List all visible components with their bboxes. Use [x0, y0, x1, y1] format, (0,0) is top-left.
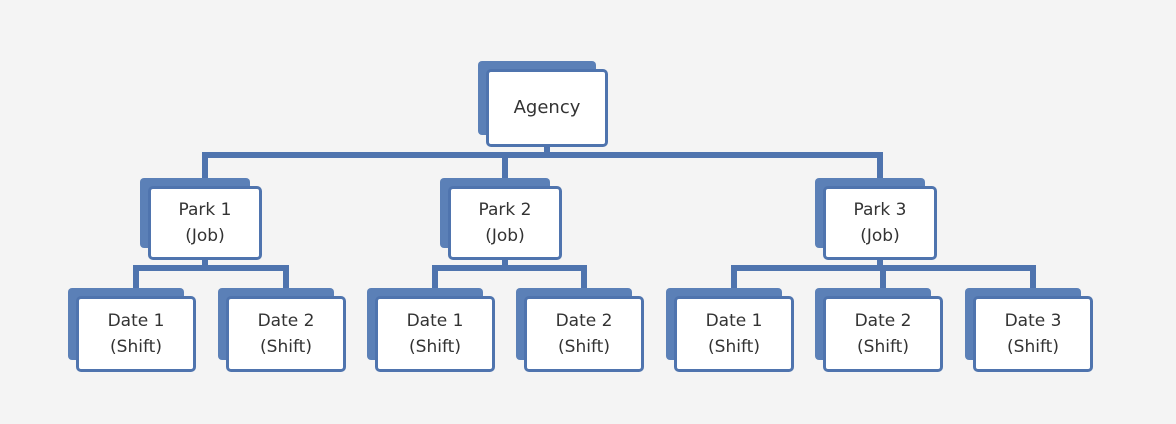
node-title: Park 2	[478, 200, 532, 220]
node-box: Date 3 (Shift)	[973, 296, 1093, 372]
connector-shift-1-2-up	[283, 268, 289, 294]
node-box: Date 2 (Shift)	[823, 296, 943, 372]
connector-job-1-down	[202, 256, 208, 268]
node-subtitle: (Shift)	[260, 337, 312, 357]
job-node-park-2: Park 2 (Job)	[440, 178, 562, 260]
node-title: Date 2	[854, 311, 912, 331]
node-box: Date 2 (Shift)	[524, 296, 644, 372]
node-subtitle: (Shift)	[558, 337, 610, 357]
node-subtitle: (Shift)	[1007, 337, 1059, 357]
node-box: Date 1 (Shift)	[375, 296, 495, 372]
shift-node-park-2-date-2: Date 2 (Shift)	[516, 288, 644, 372]
connector-shift-3-2-up	[880, 268, 886, 294]
node-title: Date 1	[406, 311, 464, 331]
node-subtitle: (Job)	[185, 226, 225, 246]
node-box: Park 3 (Job)	[823, 186, 937, 260]
node-title: Date 1	[107, 311, 165, 331]
connector-job-3-up	[877, 155, 883, 184]
connector-job-2-down	[502, 256, 508, 268]
node-subtitle: (Shift)	[409, 337, 461, 357]
connector-shift-1-1-up	[133, 268, 139, 294]
shift-node-park-3-date-3: Date 3 (Shift)	[965, 288, 1093, 372]
node-box: Agency	[486, 69, 608, 147]
job-node-park-3: Park 3 (Job)	[815, 178, 937, 260]
node-box: Date 1 (Shift)	[674, 296, 794, 372]
node-box: Park 1 (Job)	[148, 186, 262, 260]
connector-job-1-up	[202, 155, 208, 184]
node-subtitle: (Shift)	[857, 337, 909, 357]
connector-job-3-down	[877, 256, 883, 268]
connector-shift-3-1-up	[731, 268, 737, 294]
node-title: Park 3	[853, 200, 907, 220]
node-title: Date 1	[705, 311, 763, 331]
node-subtitle: (Shift)	[110, 337, 162, 357]
connector-root-bar	[202, 152, 883, 158]
connector-root-down	[544, 143, 550, 155]
node-subtitle: (Job)	[860, 226, 900, 246]
shift-node-park-3-date-1: Date 1 (Shift)	[666, 288, 794, 372]
agency-node: Agency	[478, 61, 608, 147]
node-title: Date 2	[257, 311, 315, 331]
shift-node-park-1-date-2: Date 2 (Shift)	[218, 288, 346, 372]
node-subtitle: (Job)	[485, 226, 525, 246]
node-title: Park 1	[178, 200, 232, 220]
node-title: Date 3	[1004, 311, 1062, 331]
shift-node-park-3-date-2: Date 2 (Shift)	[815, 288, 943, 372]
connector-shift-3-3-up	[1030, 268, 1036, 294]
job-node-park-1: Park 1 (Job)	[140, 178, 262, 260]
connector-job-1-bar	[133, 265, 289, 271]
connector-job-2-bar	[432, 265, 587, 271]
connector-shift-2-2-up	[581, 268, 587, 294]
node-box: Park 2 (Job)	[448, 186, 562, 260]
node-subtitle: (Shift)	[708, 337, 760, 357]
node-title: Agency	[513, 97, 581, 118]
connector-job-2-up	[502, 155, 508, 184]
node-title: Date 2	[555, 311, 613, 331]
connector-shift-2-1-up	[432, 268, 438, 294]
node-box: Date 2 (Shift)	[226, 296, 346, 372]
shift-node-park-1-date-1: Date 1 (Shift)	[68, 288, 196, 372]
shift-node-park-2-date-1: Date 1 (Shift)	[367, 288, 495, 372]
node-box: Date 1 (Shift)	[76, 296, 196, 372]
